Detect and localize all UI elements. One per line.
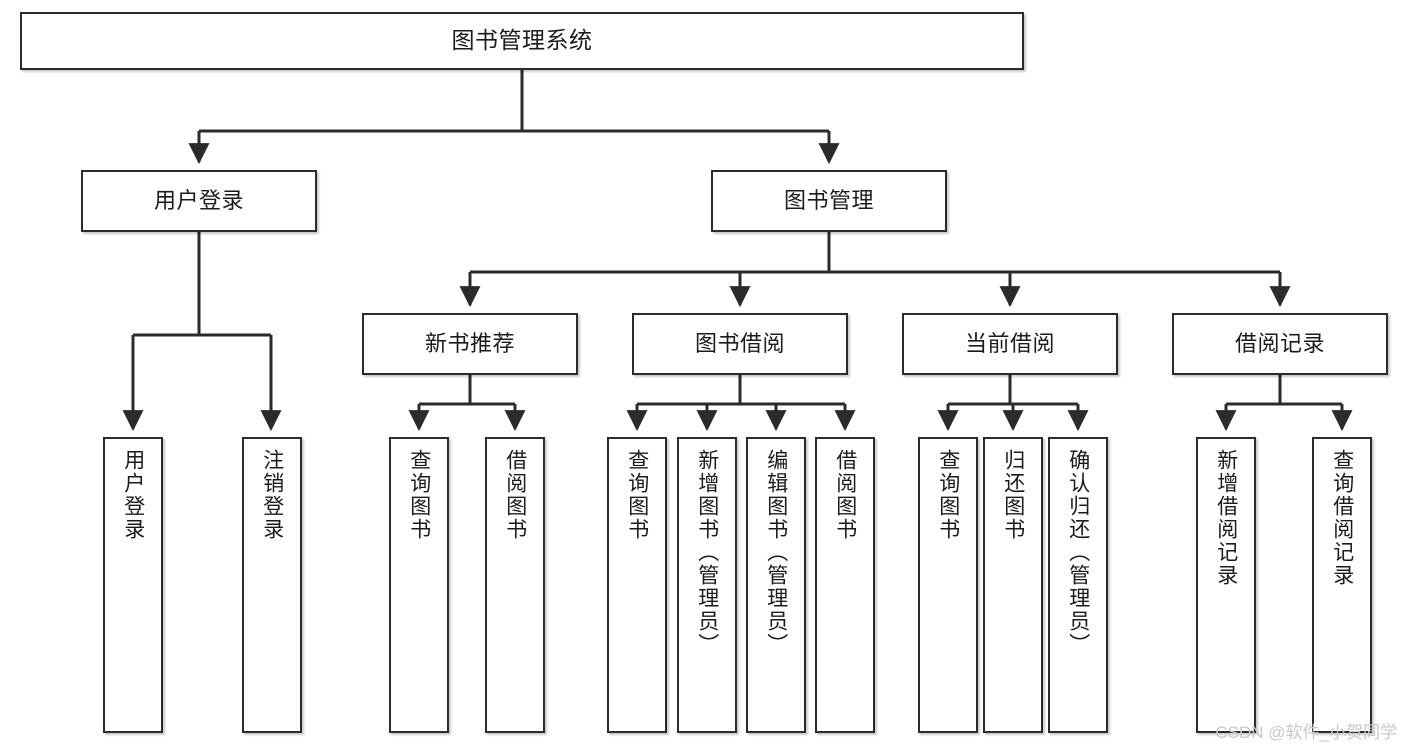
node-leaf-query-record-label: 查询借阅记录 [1330,449,1354,587]
node-user-login-label: 用户登录 [153,187,244,213]
watermark: CSDN @软件_小贺同学 [1215,723,1397,742]
node-new-book-recommend[interactable]: 新书推荐 [362,313,578,375]
node-borrow-record[interactable]: 借阅记录 [1172,313,1388,375]
node-leaf-query-book[interactable]: 查询图书 [607,437,667,733]
node-leaf-return-book[interactable]: 归还图书 [983,437,1043,733]
node-leaf-query-record[interactable]: 查询借阅记录 [1312,437,1372,733]
node-leaf-borrow-book-label: 借阅图书 [833,449,857,541]
node-book-manage[interactable]: 图书管理 [711,170,947,232]
node-leaf-user-login-label: 用户登录 [121,449,145,541]
node-leaf-query-book-cur-label: 查询图书 [936,449,960,541]
node-current-borrow-label: 当前借阅 [964,330,1055,356]
node-leaf-edit-book[interactable]: 编辑图书（管理员） [746,437,806,733]
node-leaf-query-book-rec-label: 查询图书 [407,449,431,541]
node-leaf-add-book[interactable]: 新增图书（管理员） [677,437,737,733]
node-leaf-borrow-book[interactable]: 借阅图书 [815,437,875,733]
node-current-borrow[interactable]: 当前借阅 [902,313,1118,375]
node-leaf-logout-label: 注销登录 [260,449,284,541]
node-leaf-return-book-label: 归还图书 [1001,449,1025,541]
node-leaf-add-record-label: 新增借阅记录 [1214,449,1238,587]
node-leaf-add-record[interactable]: 新增借阅记录 [1196,437,1256,733]
node-book-manage-label: 图书管理 [783,187,874,213]
node-leaf-user-login[interactable]: 用户登录 [103,437,163,733]
node-leaf-query-book-cur[interactable]: 查询图书 [918,437,978,733]
node-leaf-query-book-label: 查询图书 [625,449,649,541]
node-borrow-record-label: 借阅记录 [1234,330,1325,356]
node-leaf-borrow-book-rec[interactable]: 借阅图书 [485,437,545,733]
node-user-login[interactable]: 用户登录 [81,170,317,232]
node-book-borrow[interactable]: 图书借阅 [632,313,848,375]
node-book-borrow-label: 图书借阅 [694,330,785,356]
node-root-label: 图书管理系统 [451,27,593,54]
node-root[interactable]: 图书管理系统 [20,12,1024,70]
node-leaf-confirm-return[interactable]: 确认归还（管理员） [1048,437,1108,733]
node-leaf-logout[interactable]: 注销登录 [242,437,302,733]
node-new-book-recommend-label: 新书推荐 [424,330,515,356]
node-leaf-add-book-label: 新增图书（管理员） [695,449,719,656]
node-leaf-query-book-rec[interactable]: 查询图书 [389,437,449,733]
node-leaf-edit-book-label: 编辑图书（管理员） [764,449,788,656]
node-leaf-borrow-book-rec-label: 借阅图书 [503,449,527,541]
node-leaf-confirm-return-label: 确认归还（管理员） [1066,449,1090,656]
